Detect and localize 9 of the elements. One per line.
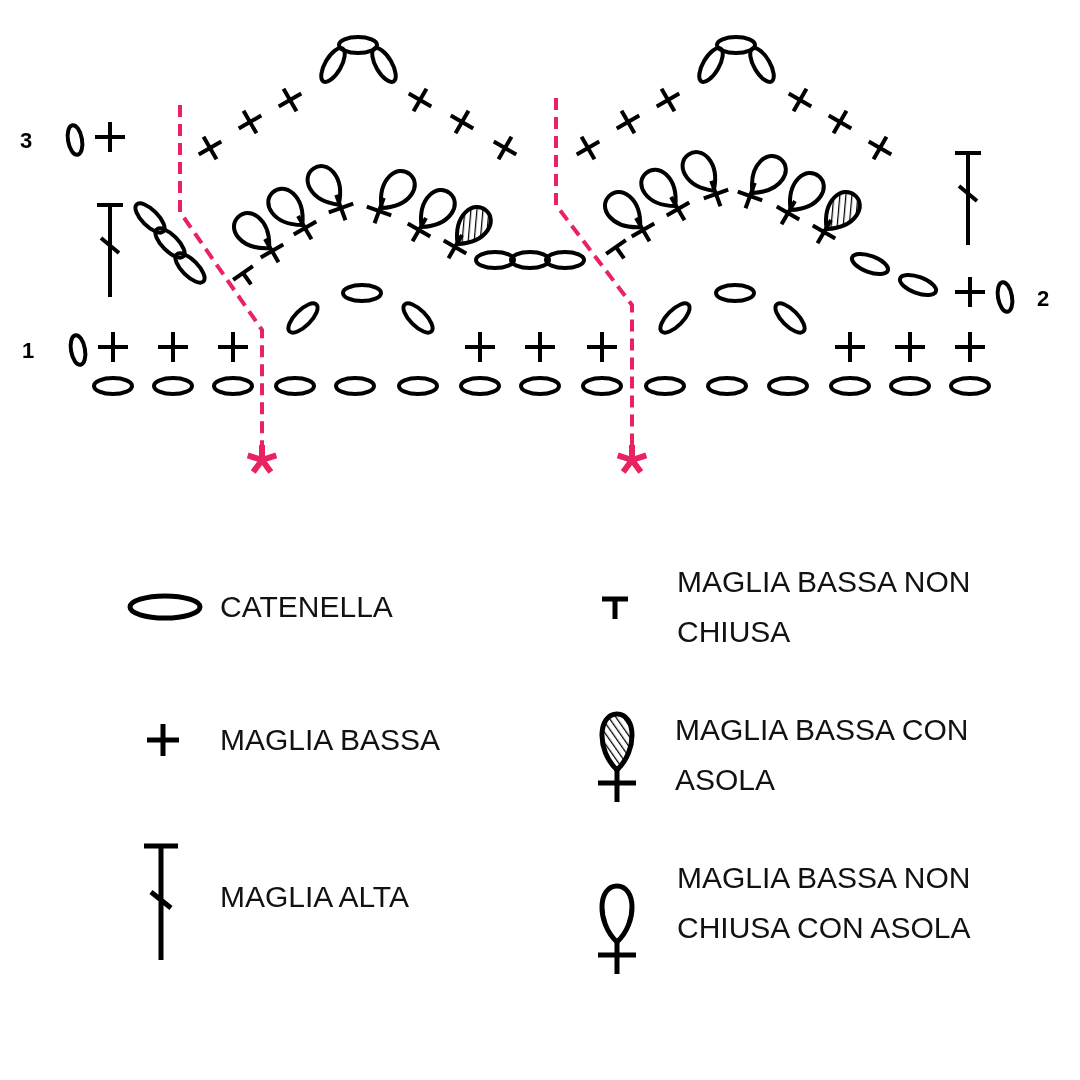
legend-text: MAGLIA BASSA NON CHIUSA CON ASOLA	[677, 860, 972, 946]
legend-text: MAGLIA BASSA NON CHIUSA	[677, 564, 972, 650]
row-number: 3	[20, 130, 33, 152]
legend-text: MAGLIA BASSA	[220, 722, 442, 758]
row-number: 1	[22, 340, 35, 362]
legend-text: MAGLIA BASSA CON ASOLA	[675, 712, 970, 798]
legend-text: CATENELLA	[220, 589, 394, 625]
legend-text: MAGLIA ALTA	[220, 879, 410, 915]
row-number: 2	[1037, 288, 1050, 310]
